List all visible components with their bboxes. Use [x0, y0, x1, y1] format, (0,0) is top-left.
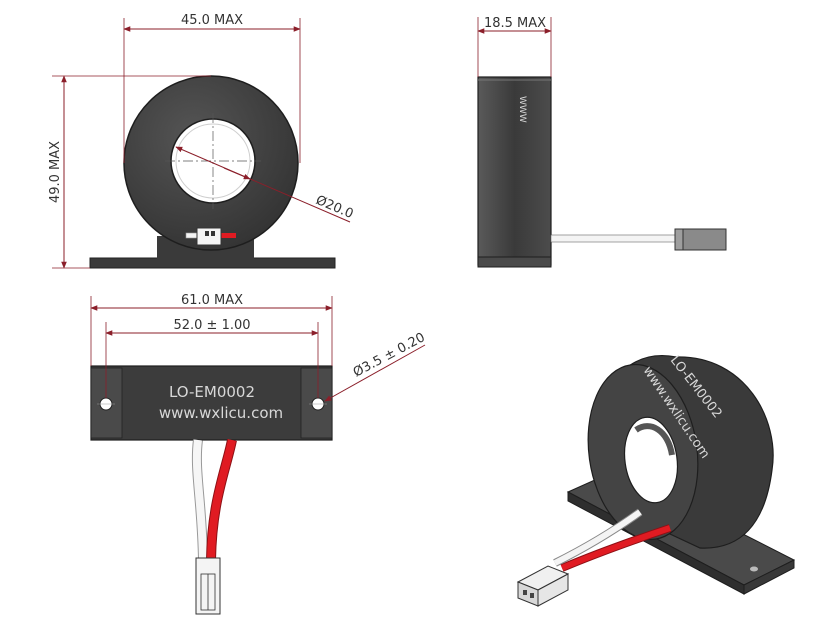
side-body	[477, 76, 552, 266]
top-overall-label: 61.0 MAX	[181, 293, 243, 308]
iso-connector-pin	[523, 590, 527, 595]
top-body	[90, 365, 333, 441]
front-hole-leader-arrow	[223, 167, 251, 180]
top-pitch-label: 52.0 ± 1.00	[173, 318, 250, 333]
top-view: LO-EM0002 www.wxlicu.com 61.0 MAX 52.0 ±…	[90, 293, 428, 615]
side-base	[477, 256, 552, 268]
iso-connector-side	[537, 573, 569, 607]
iso-base-plate-side	[743, 559, 795, 595]
top-red-wire-core	[207, 439, 236, 561]
top-hole-leader	[324, 344, 426, 402]
side-wire	[550, 234, 676, 243]
front-red-wire	[218, 233, 236, 238]
top-white-wire-core	[192, 439, 207, 561]
top-website-text: www.wxlicu.com	[159, 404, 283, 422]
side-width-label: 18.5 MAX	[484, 16, 546, 31]
front-hole-label: Ø20.0	[313, 193, 355, 222]
front-connector-pin	[205, 231, 209, 236]
front-connector	[196, 227, 222, 246]
iso-mount-hole-2	[750, 566, 758, 572]
iso-view: LO-EM0002 www.wxlicu.com	[516, 353, 796, 607]
iso-white-wire-core	[553, 509, 642, 566]
iso-toroid-hole-inner	[634, 423, 675, 456]
iso-connector-pin	[530, 593, 534, 598]
iso-red-wire-core	[560, 525, 671, 571]
side-print-text: WWW	[517, 96, 527, 123]
front-width-label: 45.0 MAX	[181, 13, 243, 28]
front-view: 45.0 MAX 49.0 MAX Ø20.0	[48, 13, 355, 269]
top-model-text: LO-EM0002	[169, 383, 255, 401]
front-connector-pin	[211, 231, 215, 236]
side-connector-cap	[674, 228, 684, 251]
front-height-label: 49.0 MAX	[48, 141, 63, 203]
side-view: WWW 18.5 MAX	[477, 16, 727, 268]
top-hole-label: Ø3.5 ± 0.20	[351, 330, 428, 380]
front-hole-leader	[175, 146, 351, 223]
